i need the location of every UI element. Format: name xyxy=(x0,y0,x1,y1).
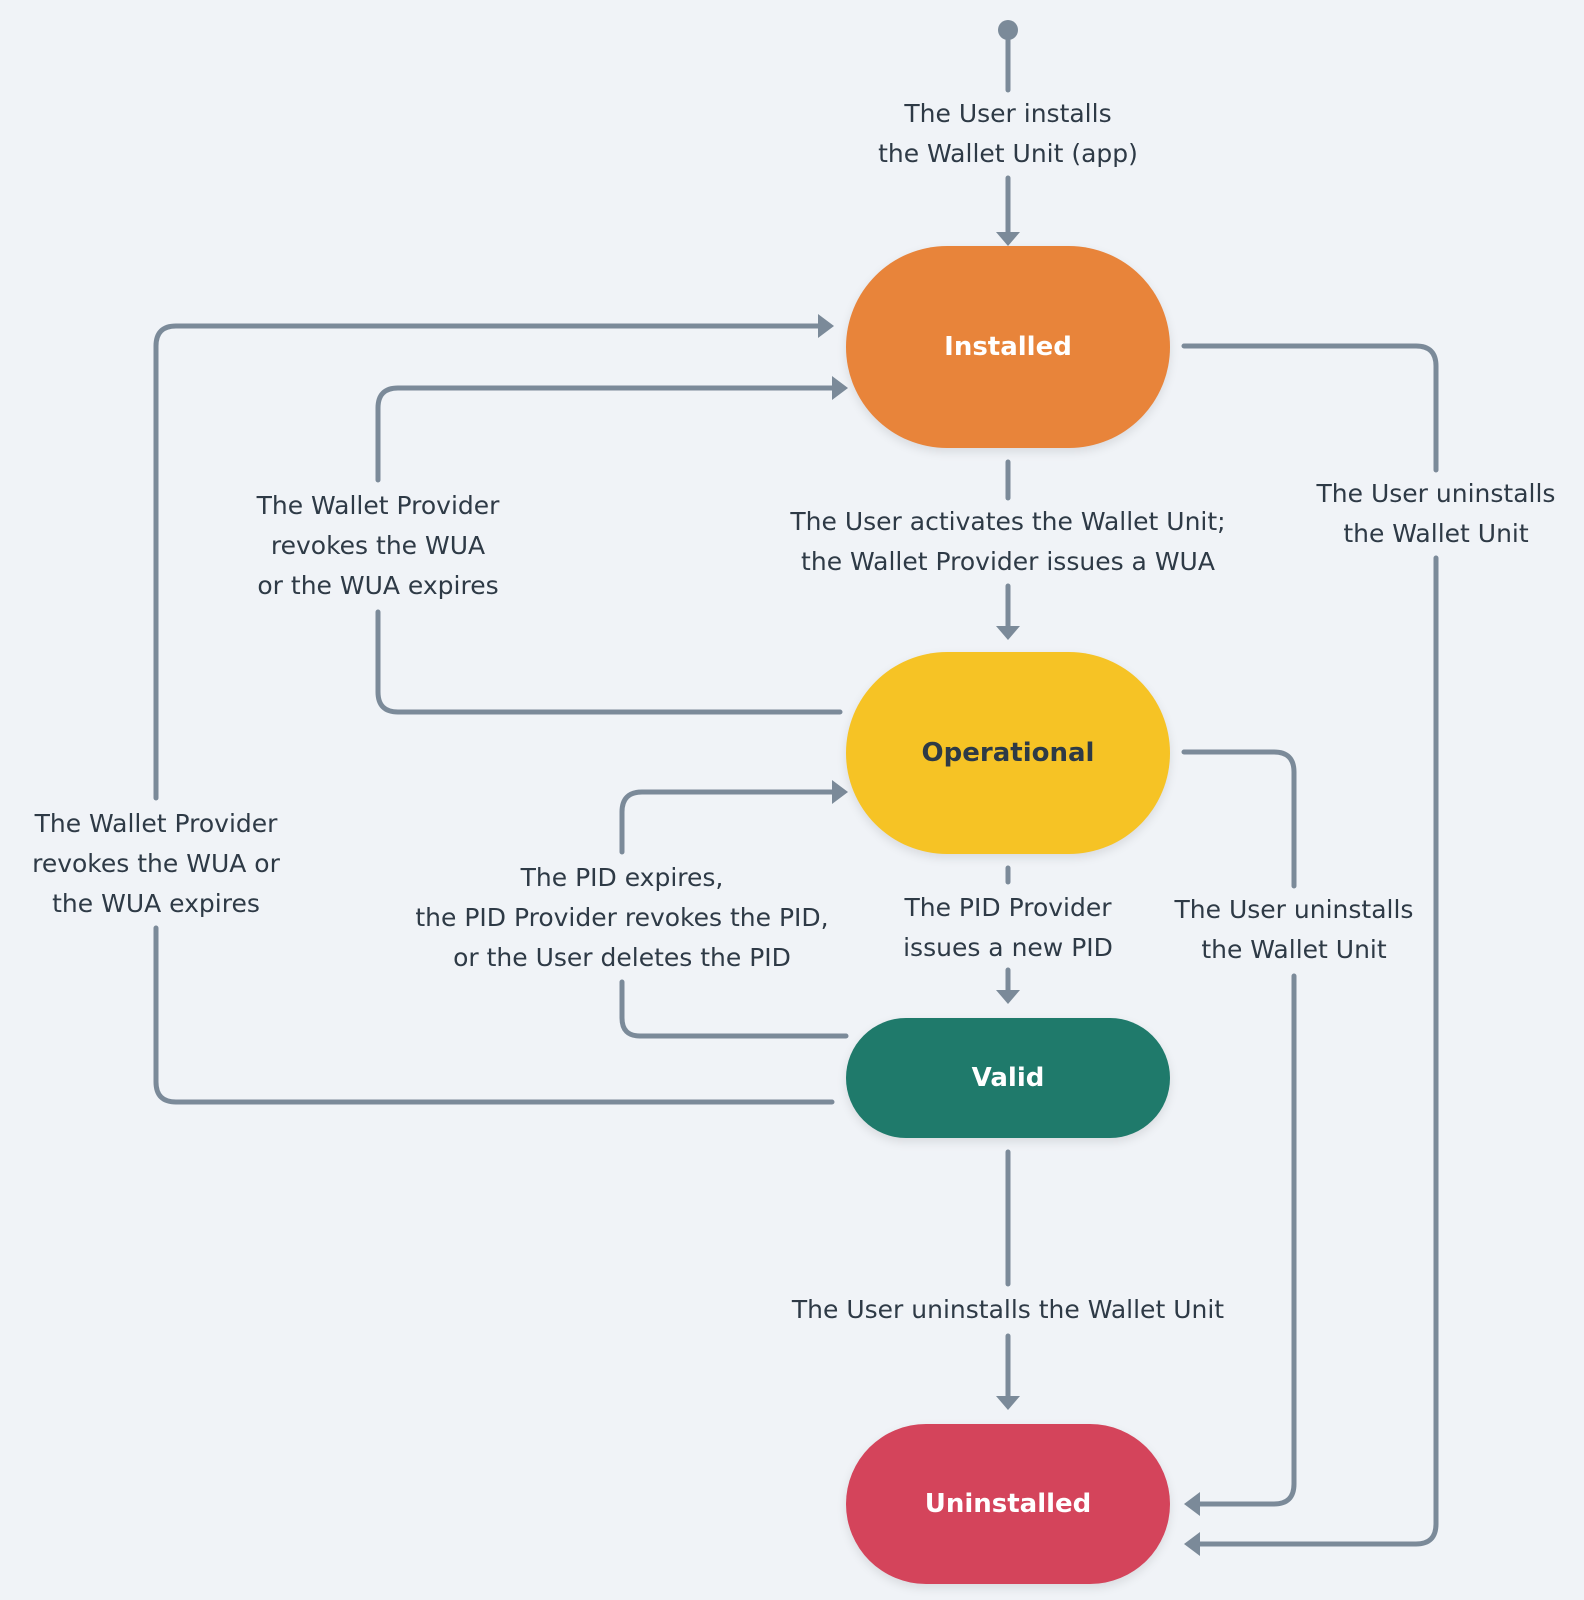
edge-revoke-operational-upper xyxy=(375,385,835,483)
state-uninstalled-label: Uninstalled xyxy=(924,1489,1092,1519)
state-installed-label: Installed xyxy=(944,332,1072,362)
label-revoke-operational: The Wallet Provider revokes the WUA or t… xyxy=(256,491,500,600)
state-operational: Operational xyxy=(846,652,1170,854)
label-pid-expires: The PID expires, the PID Provider revoke… xyxy=(415,863,829,972)
arrowhead-issue-pid xyxy=(996,990,1020,1004)
edge-uninstall-installed-upper xyxy=(1181,343,1439,473)
arrowhead-revoke-valid xyxy=(818,314,834,338)
arrowhead-uninstall-operational xyxy=(1184,1492,1200,1516)
state-installed: Installed xyxy=(846,246,1170,448)
arrowhead-pid-expires xyxy=(832,780,848,804)
label-uninstall-installed: The User uninstalls the Wallet Unit xyxy=(1316,479,1556,548)
edge-uninstall-installed-lower xyxy=(1197,555,1439,1547)
arrowhead-activate xyxy=(996,626,1020,640)
arrowhead-install xyxy=(996,232,1020,246)
edge-revoke-valid-lower xyxy=(153,925,835,1105)
edge-revoke-operational-lower xyxy=(375,609,843,715)
label-issue-pid: The PID Provider issues a new PID xyxy=(903,893,1113,962)
state-valid: Valid xyxy=(846,1018,1170,1138)
state-uninstalled: Uninstalled xyxy=(846,1424,1170,1584)
edge-uninstall-operational-upper xyxy=(1181,749,1297,889)
edge-uninstall-operational-lower xyxy=(1197,973,1297,1507)
label-uninstall-operational: The User uninstalls the Wallet Unit xyxy=(1174,895,1414,964)
edge-pid-expires-lower xyxy=(619,979,849,1039)
label-revoke-valid: The Wallet Provider revokes the WUA or t… xyxy=(32,809,280,918)
label-install: The User installs the Wallet Unit (app) xyxy=(878,99,1138,168)
arrowhead-revoke-operational xyxy=(832,376,848,400)
label-uninstall-valid: The User uninstalls the Wallet Unit xyxy=(791,1295,1225,1324)
edge-pid-expires-upper xyxy=(619,789,835,855)
edge-revoke-valid-upper xyxy=(153,323,821,801)
label-activate: The User activates the Wallet Unit; the … xyxy=(790,507,1226,576)
arrowhead-uninstall-installed xyxy=(1184,1532,1200,1556)
arrowhead-uninstall-valid xyxy=(996,1396,1020,1410)
state-operational-label: Operational xyxy=(921,738,1095,768)
state-valid-label: Valid xyxy=(971,1063,1045,1093)
